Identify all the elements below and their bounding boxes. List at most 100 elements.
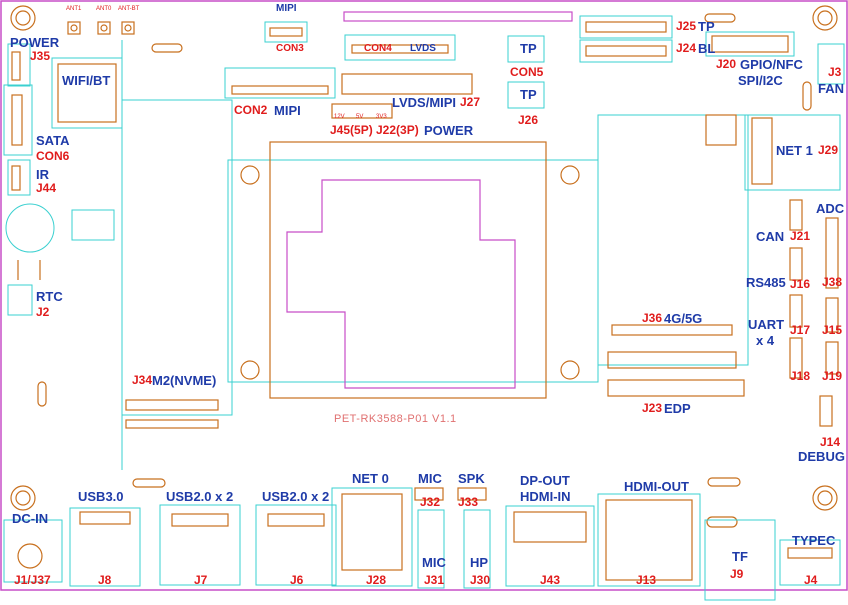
hdmiout-label: HDMI-OUT	[624, 479, 689, 494]
j44-label: J44	[36, 181, 57, 195]
top-slot	[343, 11, 573, 22]
board-outline	[0, 0, 848, 591]
som-module	[227, 141, 599, 399]
j4-label: J4	[804, 573, 818, 587]
m2-connector	[125, 399, 219, 429]
typec-label: TYPEC	[792, 533, 836, 548]
usb20b-label: USB2.0 x 2	[262, 489, 330, 504]
j7-label: J7	[194, 573, 208, 587]
net0-label: NET 0	[352, 471, 389, 486]
left-column-outlines	[3, 40, 233, 470]
j20-label: J20	[716, 57, 737, 71]
j30-label: J30	[470, 573, 491, 587]
j38-label: J38	[822, 275, 843, 289]
right-side-connectors	[744, 114, 841, 427]
slot-holes	[37, 13, 812, 528]
dpout-label: DP-OUT	[520, 473, 570, 488]
mic1-label: MIC	[418, 471, 442, 486]
antbt-label: ANT-BT	[118, 6, 140, 12]
tp1-label: TP	[520, 41, 537, 56]
j31-label: J31	[424, 573, 445, 587]
v5-label: 5V	[356, 114, 364, 120]
j9-label: J9	[730, 567, 744, 581]
j22-label: J22(3P)	[376, 123, 419, 137]
j27-label: J27	[460, 95, 481, 109]
v12-label: 12V	[334, 114, 345, 120]
j21-label: J21	[790, 229, 811, 243]
g45-label: 4G/5G	[664, 311, 703, 326]
hp-label: HP	[470, 555, 489, 570]
j36-label: J36	[642, 311, 663, 325]
j3-label: J3	[828, 65, 842, 79]
ant0-label: ANT0	[96, 6, 112, 12]
sata-label: SATA	[36, 133, 70, 148]
mipi-top-label: MIPI	[276, 3, 297, 14]
rtc-label: RTC	[36, 289, 63, 304]
debug-label: DEBUG	[798, 449, 845, 464]
bottom-connectors	[3, 487, 841, 601]
net1-label: NET 1	[776, 143, 813, 158]
rs485-label: RS485	[746, 275, 786, 290]
wifi-label: WIFI/BT	[62, 73, 111, 88]
con3-label: CON3	[276, 43, 304, 54]
top-connectors	[224, 15, 845, 119]
usb30-label: USB3.0	[78, 489, 124, 504]
board-title: PET-RK3588-P01 V1.1	[334, 413, 457, 425]
m2-label: M2(NVME)	[152, 373, 217, 388]
hdmiin-label: HDMI-IN	[520, 489, 571, 504]
adc-label: ADC	[816, 201, 845, 216]
spk-label: SPK	[458, 471, 485, 486]
j24-label: J24	[676, 41, 697, 55]
j2-label: J2	[36, 305, 50, 319]
bl-label: BL	[698, 41, 716, 56]
j34-label: J34	[132, 373, 153, 387]
j45-label: J45(5P)	[330, 123, 373, 137]
j18-label: J18	[790, 369, 811, 383]
j26-label: J26	[518, 113, 539, 127]
usb20a-label: USB2.0 x 2	[166, 489, 234, 504]
j23-label: J23	[642, 401, 663, 415]
j28-label: J28	[366, 573, 387, 587]
edp-label: EDP	[664, 401, 691, 416]
v33-label: 3V3	[376, 114, 387, 120]
x4-label: x 4	[756, 333, 775, 348]
dcin-label: DC-IN	[12, 511, 49, 526]
j33-label: J33	[458, 495, 479, 509]
spi-label: SPI/I2C	[738, 73, 783, 88]
j35-label: J35	[30, 49, 51, 63]
con4-label: CON4	[364, 43, 392, 54]
uart-label: UART	[748, 317, 785, 332]
ant1-label: ANT1	[66, 6, 82, 12]
modem-area	[597, 114, 749, 397]
j14-label: J14	[820, 435, 841, 449]
tp3-label: TP	[698, 19, 715, 34]
mounting-holes	[10, 5, 838, 511]
j19-label: J19	[822, 369, 843, 383]
j43-label: J43	[540, 573, 561, 587]
lvds-mipi-label: LVDS/MIPI	[392, 95, 457, 110]
ir-label: IR	[36, 167, 49, 182]
j15-label: J15	[822, 323, 843, 337]
j25-label: J25	[676, 19, 697, 33]
power-top-label: POWER	[10, 35, 60, 50]
mipi2-label: MIPI	[274, 103, 301, 118]
antenna-connectors	[67, 21, 135, 35]
j17-label: J17	[790, 323, 811, 337]
lvds-label: LVDS	[410, 43, 436, 54]
con6-label: CON6	[36, 149, 70, 163]
power-mid-label: POWER	[424, 123, 474, 138]
con5-label: CON5	[510, 65, 544, 79]
j1-label: J1/J37	[14, 573, 51, 587]
j29-label: J29	[818, 143, 839, 157]
j32-label: J32	[420, 495, 441, 509]
fan-label: FAN	[818, 81, 844, 96]
j6-label: J6	[290, 573, 304, 587]
j13-label: J13	[636, 573, 657, 587]
tp2-label: TP	[520, 87, 537, 102]
gpio-label: GPIO/NFC	[740, 57, 803, 72]
j8-label: J8	[98, 573, 112, 587]
tf-label: TF	[732, 549, 748, 564]
can-label: CAN	[756, 229, 785, 244]
con2-label: CON2	[234, 103, 268, 117]
